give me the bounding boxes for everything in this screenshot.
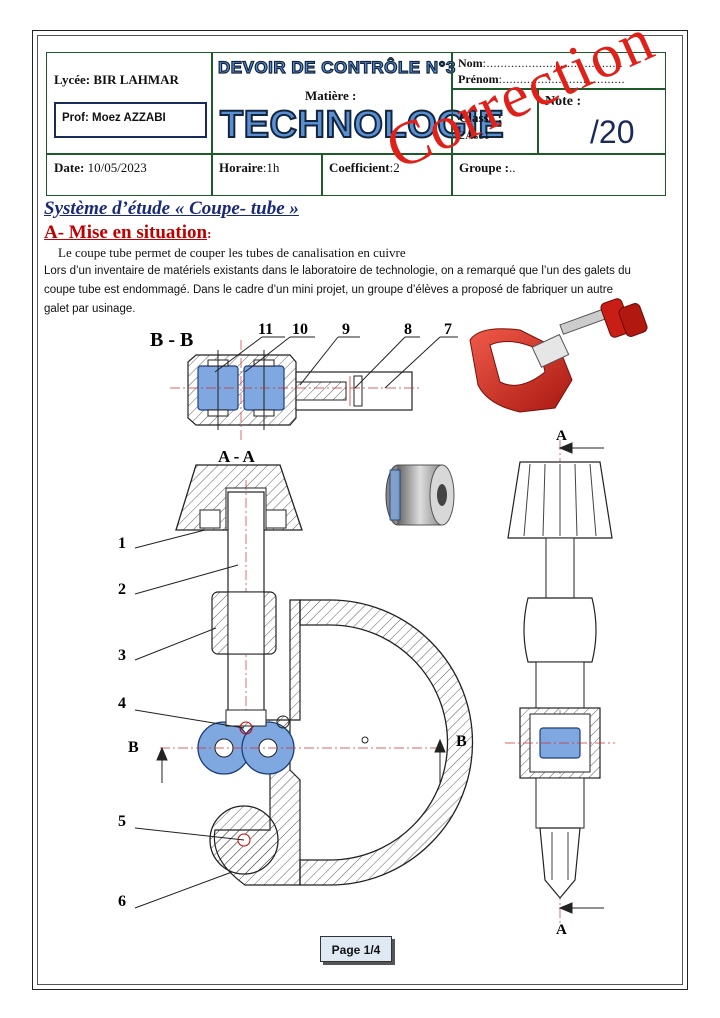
prof-box [54, 102, 207, 138]
coef-line: Coefficient:2 [329, 160, 400, 176]
section-aa-view: B B [128, 464, 474, 886]
page-border-inner [37, 35, 683, 985]
callout-11: 11 [258, 321, 273, 338]
cut-label-a-top: A [556, 428, 567, 444]
note-cell [538, 89, 666, 154]
view-aa-label: A - A [218, 447, 256, 466]
matiere-label: Matière : [305, 88, 357, 103]
groupe-line: Groupe :.. [459, 160, 515, 176]
classe-label: Classe : [459, 110, 502, 125]
coef-label: Coefficient [329, 160, 390, 175]
page-number-badge: Page 1/4 [320, 936, 392, 962]
view-bb-label: B - B [150, 329, 193, 351]
groupe-cell [452, 154, 666, 196]
coef-value: :2 [389, 160, 400, 175]
school-line: Lycée: BIR LAHMAR [54, 72, 179, 88]
name-cell [452, 52, 666, 89]
callout-9: 9 [342, 321, 350, 338]
system-title: Système d’étude « Coupe- tube » [44, 198, 299, 219]
paragraph-line-3: galet par usinage. [44, 303, 136, 315]
coef-cell [322, 154, 452, 196]
prof-name: Prof: Moez AZZABI [62, 112, 166, 124]
note-total: /20 [590, 114, 635, 150]
section-a-title: A- Mise en situation: [44, 222, 211, 244]
callout-5: 5 [118, 813, 126, 830]
horaire-line: Horaire:1h [219, 160, 279, 176]
pipe-cutter-3d-image [469, 298, 648, 413]
callout-10: 10 [292, 321, 308, 338]
nom-field[interactable]: :....................................... [482, 56, 624, 70]
date-label: Date: [54, 160, 85, 175]
nom-line: Nom:....................................… [458, 56, 623, 71]
date-value: 10/05/2023 [87, 160, 147, 175]
prenom-label: Prénom [458, 72, 499, 86]
school-cell [46, 52, 212, 154]
prenom-line: Prénom:.................................… [458, 72, 625, 87]
subject-title: TECHNOLOGIE [219, 103, 505, 147]
nom-label: Nom [458, 56, 483, 70]
prenom-field[interactable]: :................................... [498, 72, 625, 86]
callout-1: 1 [118, 535, 126, 552]
callout-3: 3 [118, 647, 126, 664]
note-label: Note : [545, 94, 582, 109]
date-line: Date: 10/05/2023 [54, 160, 147, 176]
groupe-label: Groupe : [459, 160, 509, 175]
page-border-outer [32, 30, 688, 990]
paragraph-line-1: Lors d’un inventaire de matériels exista… [44, 265, 631, 277]
callout-7: 7 [444, 321, 452, 338]
section-bb-view [170, 340, 420, 440]
callout-6: 6 [118, 893, 126, 910]
section-a-colon: : [207, 226, 212, 241]
callouts-aa: 1 2 3 4 5 6 [118, 529, 245, 910]
callout-2: 2 [118, 581, 126, 598]
groupe-value[interactable]: .. [508, 160, 516, 175]
horaire-cell [212, 154, 322, 196]
callouts-bb: 11 10 9 8 7 [214, 321, 458, 389]
intro-line: Le coupe tube permet de couper les tubes… [58, 245, 406, 260]
callout-4: 4 [118, 695, 126, 712]
side-view: A A [505, 428, 615, 938]
callout-8: 8 [404, 321, 412, 338]
school-name: BIR LAHMAR [93, 72, 179, 87]
date-cell [46, 154, 212, 196]
classe-value: 2Asc1 [459, 128, 490, 142]
subject-cell [212, 52, 452, 154]
cut-label-b-left: B [128, 739, 139, 756]
roller-3d-image [385, 464, 455, 526]
cut-label-b-right: B [456, 733, 467, 750]
school-label: Lycée: [54, 72, 91, 87]
devoir-title: DEVOIR DE CONTRÔLE N°3 [217, 57, 456, 77]
horaire-label: Horaire [219, 160, 263, 175]
horaire-value: :1h [262, 160, 280, 175]
section-a-text: A- Mise en situation [44, 222, 208, 243]
classe-cell [452, 89, 538, 154]
cut-label-a-bottom: A [556, 922, 567, 938]
paragraph-line-2: coupe tube est endommagé. Dans le cadre … [44, 284, 613, 296]
